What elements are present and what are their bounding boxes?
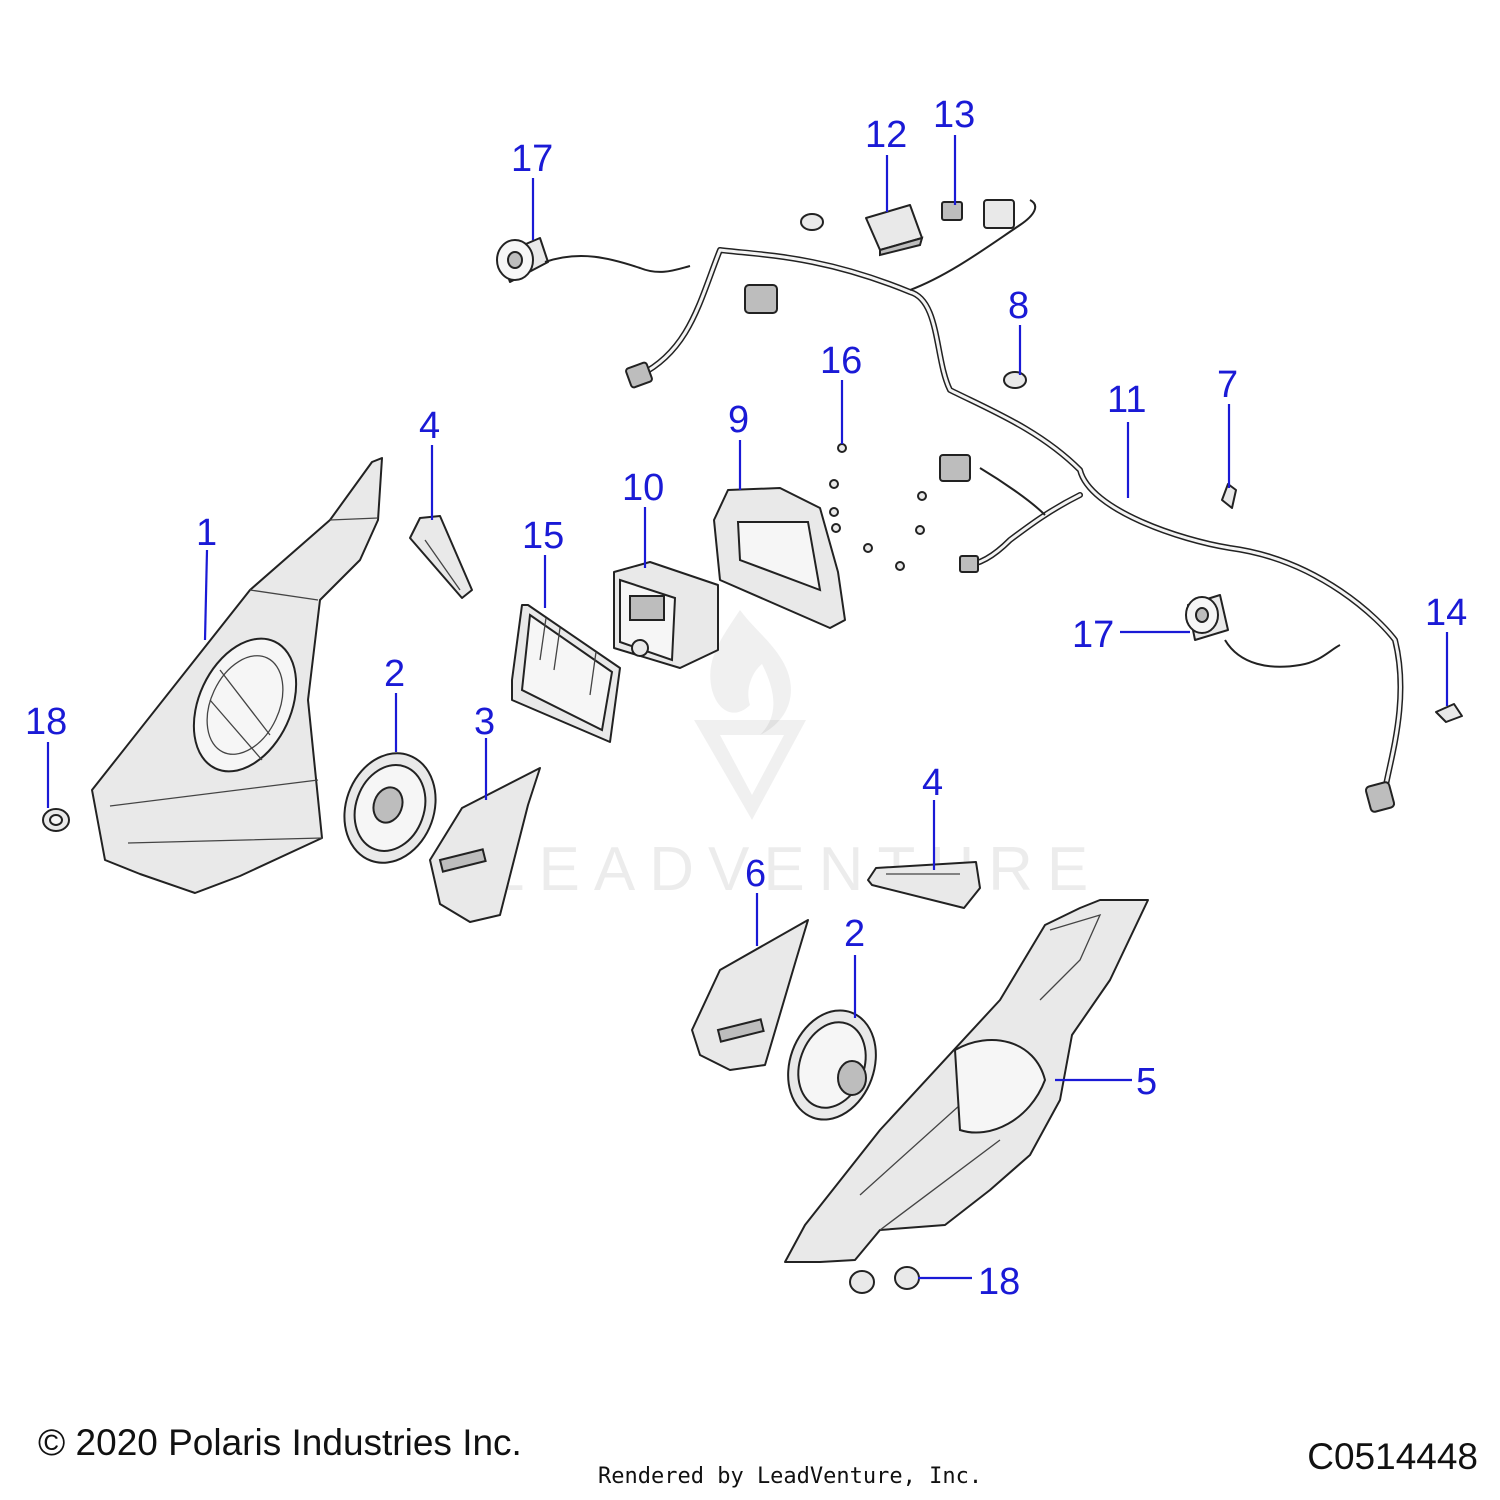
callout-9: 9 xyxy=(728,399,749,441)
part-18-grommet-left[interactable] xyxy=(42,808,70,832)
part-15-radio-bezel[interactable] xyxy=(511,604,621,743)
callout-17-lower: 17 xyxy=(1072,614,1114,656)
part-7-clip[interactable] xyxy=(1221,483,1237,509)
callout-3: 3 xyxy=(474,701,495,743)
leadventure-watermark: LEADVENTURE xyxy=(490,610,1102,904)
part-9-mounting-plate[interactable] xyxy=(713,487,846,629)
part-5-right-speaker-pod[interactable] xyxy=(784,899,1149,1263)
part-6-right-grille[interactable] xyxy=(691,919,809,1071)
part-13-relay[interactable] xyxy=(941,199,1015,229)
callout-13: 13 xyxy=(933,94,975,136)
callout-2-lower: 2 xyxy=(844,913,865,955)
part-12-module[interactable] xyxy=(865,204,924,257)
callout-2-upper: 2 xyxy=(384,653,405,695)
part-4-bracket-lower[interactable] xyxy=(867,861,981,909)
callout-12: 12 xyxy=(865,114,907,156)
leader-lines xyxy=(46,135,1449,1280)
part-10-radio-unit[interactable] xyxy=(613,561,719,669)
part-16-screws[interactable] xyxy=(829,443,927,571)
clip-small xyxy=(800,213,824,231)
callout-7: 7 xyxy=(1217,364,1238,406)
part-4-bracket-upper[interactable] xyxy=(409,515,473,599)
part-17-tweeter-upper[interactable] xyxy=(496,237,691,283)
callout-4-lower: 4 xyxy=(922,762,943,804)
part-3-left-grille[interactable] xyxy=(429,767,541,923)
diagram-code: C0514448 xyxy=(1307,1436,1478,1477)
part-18-grommets-lower[interactable] xyxy=(849,1266,920,1294)
part-8-clip[interactable] xyxy=(1003,371,1027,389)
copyright-notice: © 2020 Polaris Industries Inc. xyxy=(38,1422,522,1463)
callout-14: 14 xyxy=(1425,592,1467,634)
callout-18-lower: 18 xyxy=(978,1261,1020,1303)
callout-11: 11 xyxy=(1107,379,1146,421)
callout-10: 10 xyxy=(622,467,664,509)
callout-4-upper: 4 xyxy=(419,405,440,447)
callout-8: 8 xyxy=(1008,285,1029,327)
part-14-connector[interactable] xyxy=(1435,703,1463,723)
callout-18-left: 18 xyxy=(25,701,67,743)
callout-16: 16 xyxy=(820,340,862,382)
part-11-wiring-harness[interactable] xyxy=(625,199,1404,813)
part-2-speaker-left[interactable] xyxy=(330,740,451,875)
callout-15: 15 xyxy=(522,515,564,557)
callout-17-upper: 17 xyxy=(511,138,553,180)
callout-5: 5 xyxy=(1136,1061,1157,1103)
part-1-left-speaker-pod[interactable] xyxy=(91,457,383,894)
rendered-by-credit: Rendered by LeadVenture, Inc. xyxy=(598,1464,983,1489)
watermark-text: LEADVENTURE xyxy=(490,835,1102,904)
part-17-tweeter-lower[interactable] xyxy=(1185,594,1341,668)
part-2-speaker-right[interactable] xyxy=(773,998,890,1132)
callout-labels: 1 2 2 3 4 4 5 6 7 8 9 10 11 12 13 14 15 … xyxy=(25,94,1467,1303)
callout-1: 1 xyxy=(196,512,217,554)
callout-6: 6 xyxy=(745,853,766,895)
